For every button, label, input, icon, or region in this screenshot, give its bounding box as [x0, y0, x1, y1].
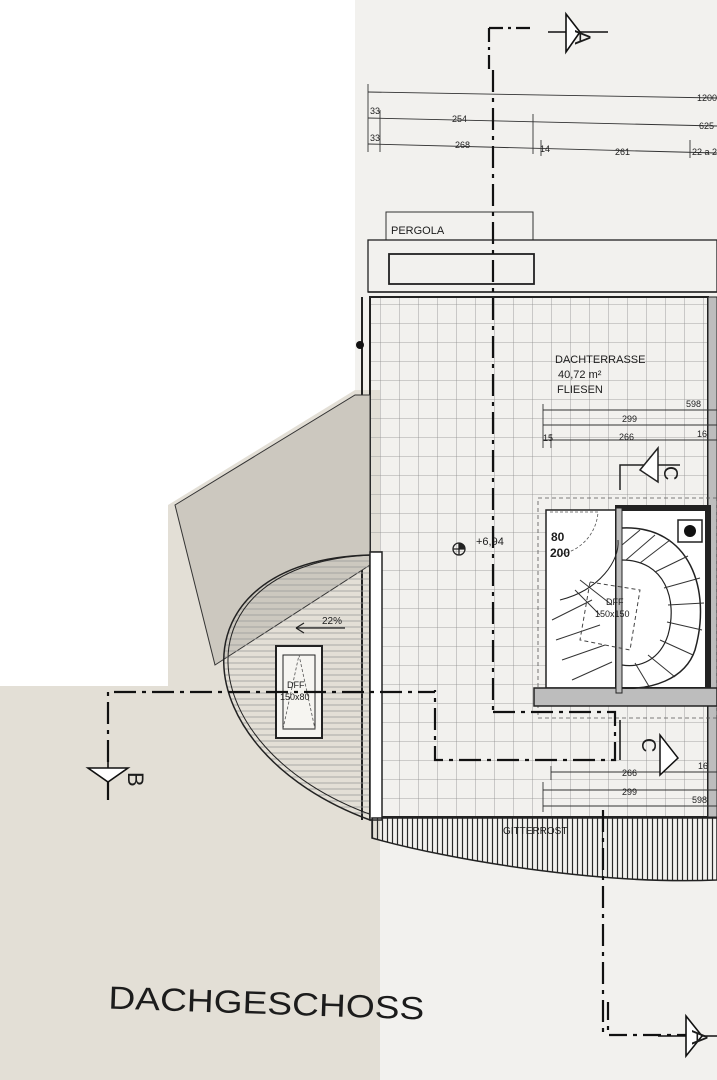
- section-c-top-label: C: [659, 466, 681, 480]
- dim-15-upper: 15: [543, 433, 553, 443]
- section-c-bottom-marker: [619, 720, 680, 777]
- top-dimension-chain: [367, 84, 717, 158]
- section-c-bottom-label: C: [637, 738, 659, 752]
- terrace-name: DACHTERRASSE: [555, 354, 645, 366]
- dim-268: 268: [455, 140, 470, 150]
- section-c-top-marker: [619, 445, 680, 490]
- dim-598-upper: 598: [686, 399, 701, 409]
- skylight-size: 150x80: [280, 692, 310, 702]
- level-marker: [452, 542, 466, 556]
- grating-label: GITTERROST: [503, 826, 567, 837]
- section-b-label: B: [123, 772, 148, 787]
- stair-window-label: DFF: [606, 597, 624, 607]
- dim-14: 14: [540, 144, 550, 154]
- dim-266-lower: 266: [622, 768, 637, 778]
- level-mark-text: +6,94: [476, 536, 504, 548]
- section-a-bottom-marker: [658, 1013, 717, 1059]
- pergola-label: PERGOLA: [391, 225, 445, 237]
- dim-16-lower: 16: [698, 761, 708, 771]
- dim-22a2: 22 a 2: [692, 147, 717, 157]
- stairwell: [533, 497, 717, 719]
- dim-261: 261: [615, 147, 630, 157]
- roof-slope-label: 22%: [322, 616, 342, 627]
- dim-254: 254: [452, 114, 467, 124]
- terrace-dimensions-lower: [542, 766, 717, 812]
- section-b-marker: [85, 740, 131, 800]
- section-a-line: [433, 26, 690, 1037]
- section-a-bottom-label: A: [687, 1030, 712, 1045]
- dim-299-lower: 299: [622, 787, 637, 797]
- dim-16-upper: 16: [697, 429, 707, 439]
- dim-33-a: 33: [370, 106, 380, 116]
- section-a-top-label: A: [570, 30, 595, 45]
- section-b-line: [106, 690, 435, 800]
- skylight-label: DFF: [287, 680, 305, 690]
- terrace-area: 40,72 m²: [558, 369, 602, 381]
- dim-625: 625: [699, 121, 714, 131]
- dim-299-upper: 299: [622, 414, 637, 424]
- roof-slope-left: [174, 394, 371, 666]
- dim-266-upper: 266: [619, 432, 634, 442]
- dim-33-b: 33: [370, 133, 380, 143]
- grating-strip: [371, 817, 717, 882]
- stair-window-size: 150x150: [595, 609, 630, 619]
- terrace-surface: FLIESEN: [557, 384, 603, 396]
- terrace-dimensions-upper: [542, 404, 717, 448]
- door-width: 80: [551, 530, 565, 544]
- downpipe-icon: [356, 341, 364, 349]
- door-height: 200: [550, 546, 570, 560]
- dim-598-lower: 598: [692, 795, 707, 805]
- dim-total-1200: 1200: [697, 93, 717, 103]
- section-a-top-marker: [548, 11, 608, 55]
- pergola: [367, 211, 717, 293]
